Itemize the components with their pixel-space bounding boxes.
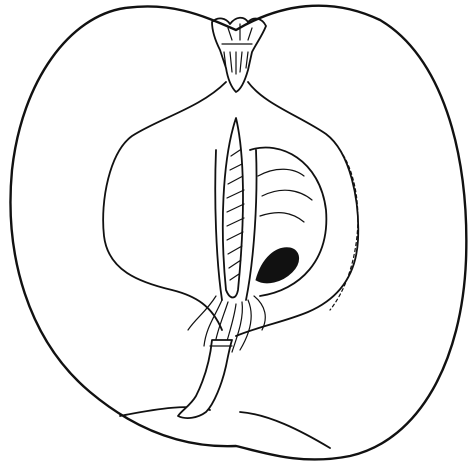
apple-skin-outline: [11, 6, 467, 460]
